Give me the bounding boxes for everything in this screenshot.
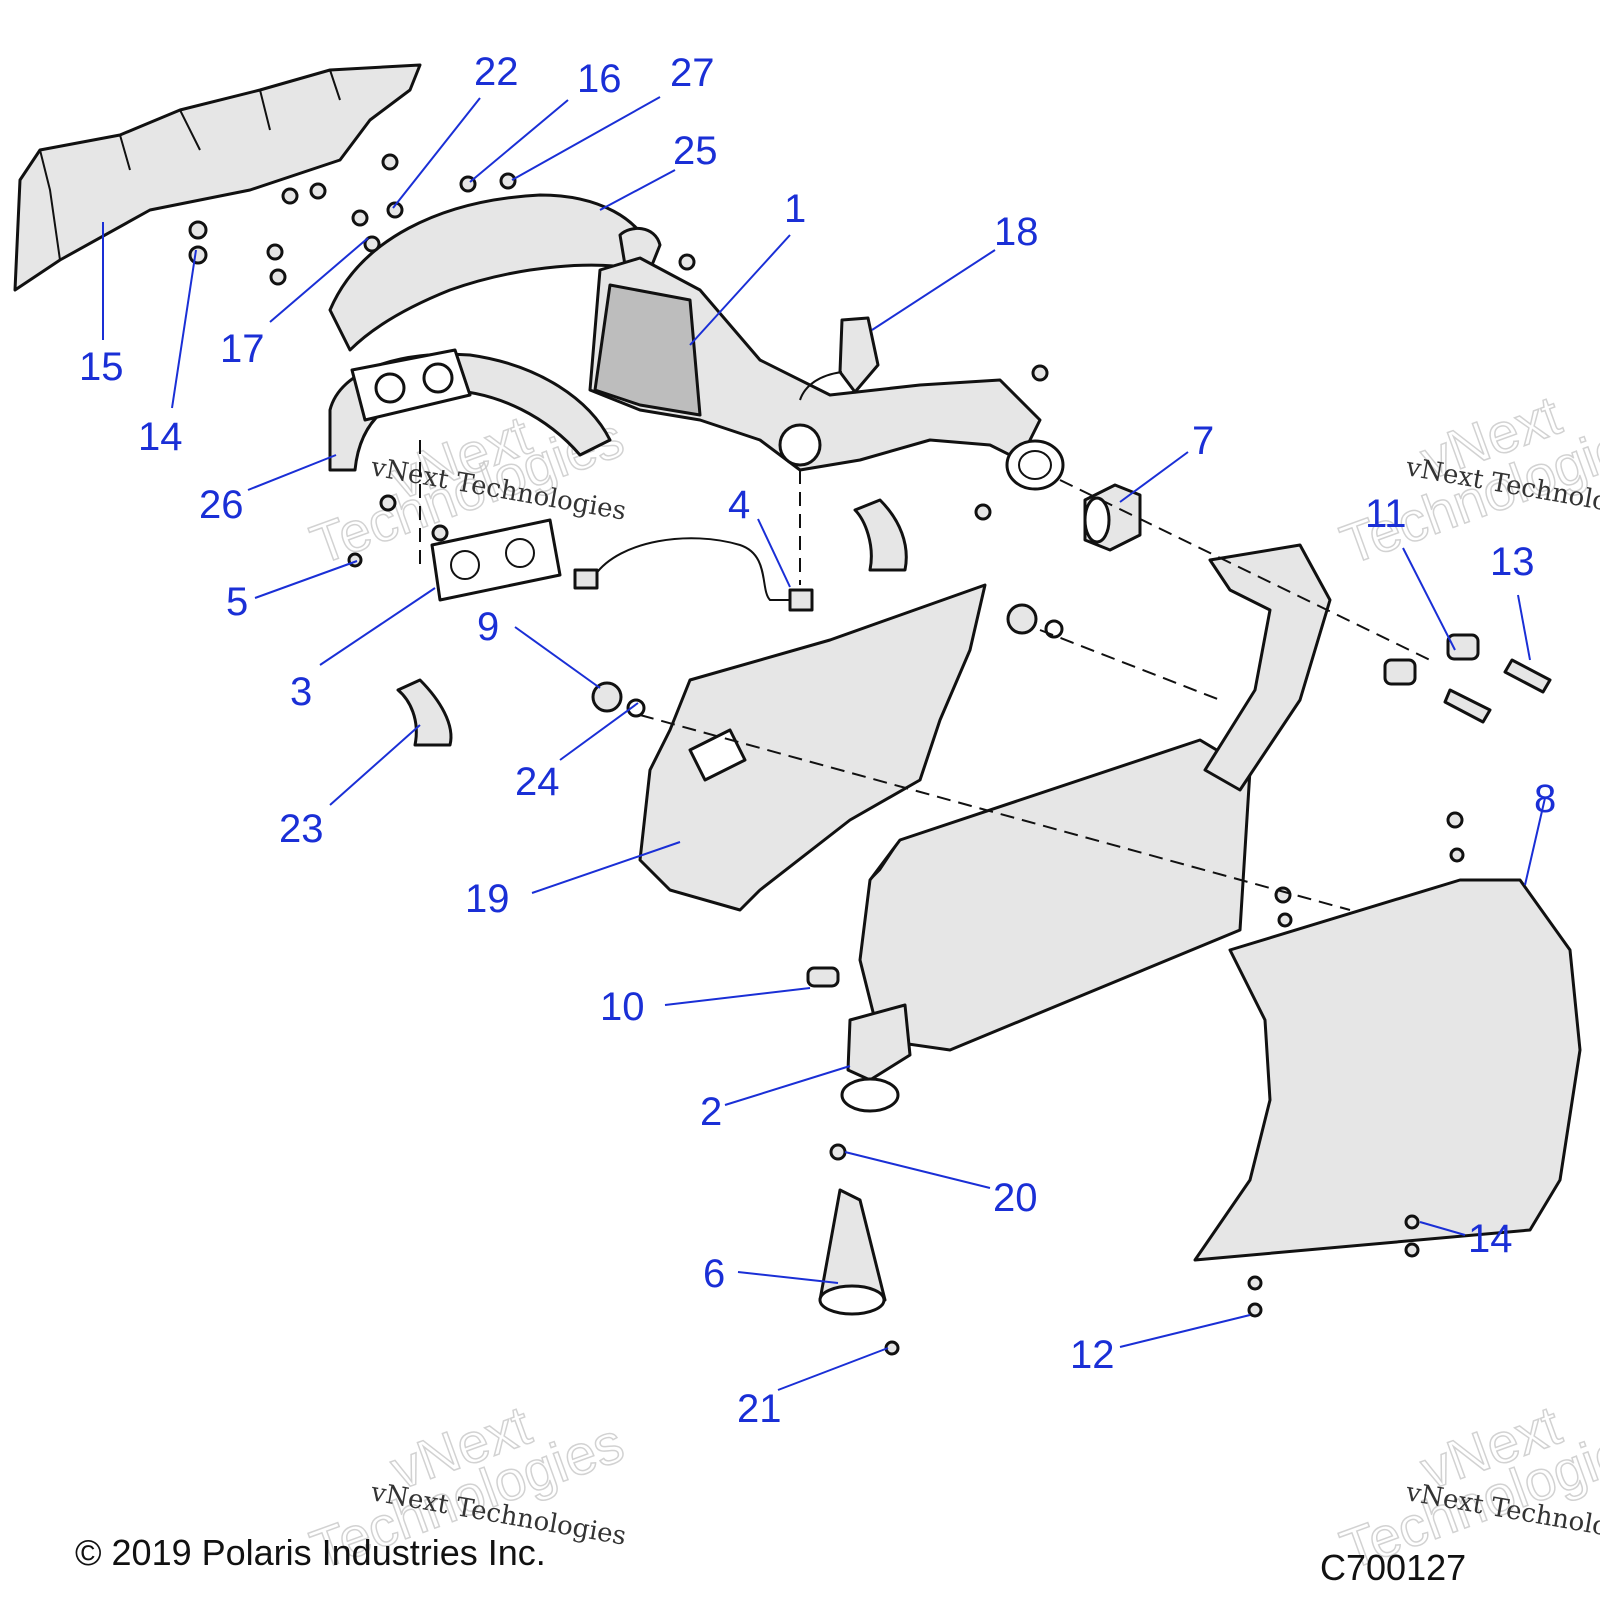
callout-5: 5	[226, 580, 248, 624]
callout-23: 23	[279, 807, 324, 851]
part-3-gasket	[430, 518, 562, 602]
part-19-muffler-shield	[638, 583, 987, 912]
callout-22: 22	[474, 50, 519, 94]
callout-17: 17	[220, 327, 265, 371]
callout-3: 3	[290, 670, 312, 714]
callout-19: 19	[465, 877, 510, 921]
callout-24: 24	[515, 760, 560, 804]
callout-12: 12	[1070, 1333, 1115, 1377]
callout-16: 16	[577, 57, 622, 101]
part-18-hanger	[799, 316, 880, 401]
callout-7: 7	[1192, 419, 1214, 463]
part-9-grommet	[591, 603, 1064, 718]
part-7-gasket-ring	[1083, 483, 1142, 552]
part-6-spark-arrestor-tip	[818, 1188, 887, 1316]
callout-8: 8	[1534, 777, 1556, 821]
diagram-code: C700127	[1320, 1547, 1466, 1588]
callout-11: 11	[1365, 492, 1407, 536]
part-clamp-upper	[853, 498, 908, 572]
callout-10: 10	[600, 985, 645, 1029]
callout-27: 27	[670, 51, 715, 95]
callout-9: 9	[477, 605, 499, 649]
callout-26: 26	[199, 483, 244, 527]
callout-14: 14	[138, 415, 183, 459]
copyright-text: © 2019 Polaris Industries Inc.	[75, 1532, 546, 1573]
callout-4: 4	[728, 483, 750, 527]
part-10-spring	[806, 966, 840, 988]
callout-20: 20	[993, 1176, 1038, 1220]
part-4-o2-sensor	[573, 537, 814, 612]
leader-lines	[102, 96, 1546, 1391]
callout-14: 14	[1468, 1217, 1513, 1261]
part-23-clamp	[396, 678, 453, 747]
part-11-springs	[1383, 633, 1480, 686]
callout-18: 18	[994, 210, 1039, 254]
callout-25: 25	[673, 129, 718, 173]
callout-21: 21	[737, 1387, 782, 1431]
callout-6: 6	[703, 1252, 725, 1296]
callout-1: 1	[784, 187, 806, 231]
part-8-rear-shield	[1193, 878, 1582, 1262]
alignment-lines	[419, 440, 1431, 911]
part-26-lower-manifold	[328, 348, 612, 472]
part-15-upper-heat-shield	[13, 63, 422, 292]
callout-2: 2	[700, 1090, 722, 1134]
part-2-muffler	[840, 543, 1332, 1113]
callout-13: 13	[1490, 540, 1535, 584]
part-1-head-pipe	[588, 256, 1065, 491]
callout-15: 15	[79, 345, 124, 389]
callout-labels: 1 2 3 4 5 6 7 8 9 10 11 12 13 14 14 15 1…	[79, 50, 1556, 1431]
